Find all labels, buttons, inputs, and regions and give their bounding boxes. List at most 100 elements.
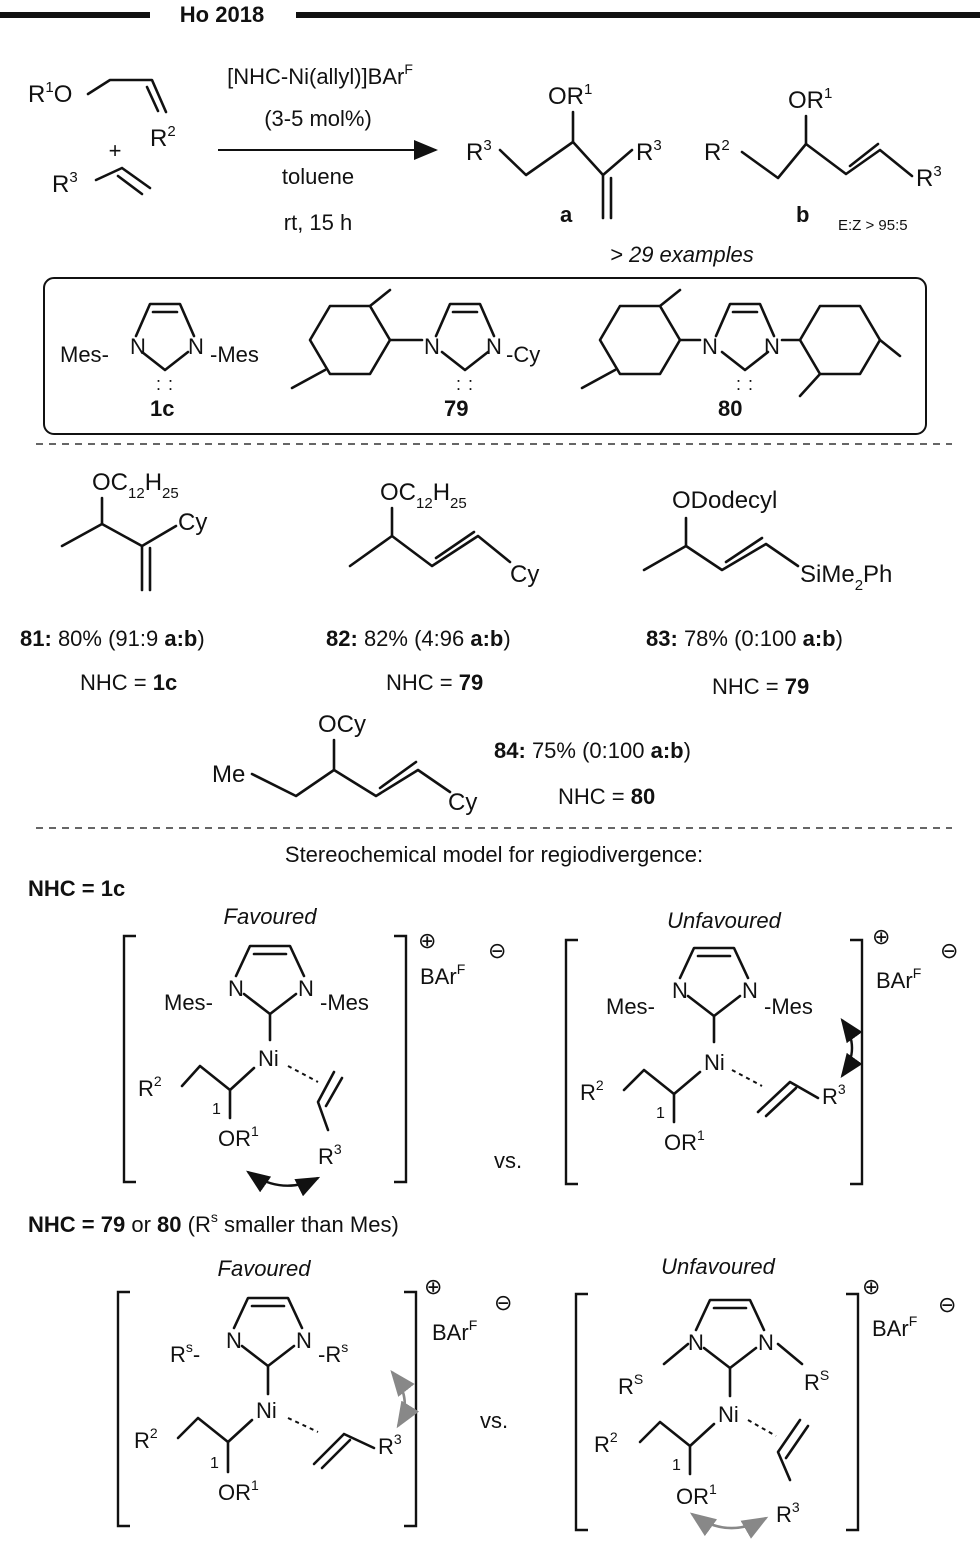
svg-text:R2: R2 — [150, 123, 176, 152]
svg-text:ODodecyl: ODodecyl — [672, 487, 777, 514]
svg-text:OR1: OR1 — [218, 1123, 259, 1151]
nhc-79: N N : : -Cy 79 — [290, 288, 540, 421]
svg-text:Cy: Cy — [448, 789, 477, 816]
example-82: OC12H25 Cy 82: 82% (4:96 a:b) NHC = 79 — [326, 479, 539, 695]
svg-text:BArF: BArF — [872, 1313, 917, 1341]
svg-text:rt, 15 h: rt, 15 h — [284, 210, 352, 235]
product-b: OR1 R2 R3 b E:Z > 95:5 — [704, 85, 942, 234]
svg-text:R2: R2 — [138, 1073, 162, 1101]
svg-text:OR1: OR1 — [664, 1127, 705, 1155]
svg-text:NHC = 1c: NHC = 1c — [80, 670, 177, 695]
svg-text:toluene: toluene — [282, 164, 354, 189]
svg-text:Unfavoured: Unfavoured — [667, 908, 782, 933]
svg-text:Mes-: Mes- — [606, 994, 655, 1019]
section2-label: NHC = 79 or 80 (Rs smaller than Mes) — [28, 1209, 399, 1237]
svg-text:-Cy: -Cy — [506, 342, 540, 367]
reaction-arrow: [NHC-Ni(allyl)]BArF (3-5 mol%) toluene r… — [218, 61, 438, 235]
svg-text:Favoured: Favoured — [224, 904, 318, 929]
svg-text:N: N — [226, 1328, 242, 1353]
svg-text:N: N — [764, 334, 780, 359]
svg-text:1: 1 — [212, 1101, 221, 1118]
svg-text:R3: R3 — [776, 1499, 800, 1527]
svg-text:NHC = 80: NHC = 80 — [558, 784, 655, 809]
svg-text::: : — [168, 374, 173, 394]
svg-text:R3: R3 — [378, 1431, 402, 1459]
nhc-79-label: 79 — [444, 396, 468, 421]
nhc-80-label: 80 — [718, 396, 742, 421]
svg-text:⊖: ⊖ — [494, 1290, 512, 1315]
svg-text:R2: R2 — [134, 1425, 158, 1453]
svg-text:R2: R2 — [594, 1429, 618, 1457]
svg-text:OC12H25: OC12H25 — [380, 479, 467, 512]
svg-text:Cy: Cy — [510, 561, 539, 588]
svg-text:BArF: BArF — [432, 1317, 477, 1345]
svg-text:OCy: OCy — [318, 711, 366, 738]
svg-text:R3: R3 — [636, 137, 662, 166]
svg-text:1: 1 — [656, 1105, 665, 1122]
svg-text:1: 1 — [210, 1455, 219, 1472]
product-a: OR1 R3 R3 a — [466, 81, 662, 227]
model-79-80-favoured: Favoured ⊕ BArF ⊖ N N Rs- -Rs Ni R2 1 OR… — [116, 1256, 512, 1528]
section1-label: NHC = 1c — [28, 876, 125, 901]
model-1c-favoured: Favoured ⊕ BArF ⊖ N N Mes- -Mes Ni R2 1 … — [122, 904, 506, 1197]
header: Ho 2018 — [0, 2, 980, 27]
example-84: OCy Me Cy 84: 75% (0:100 a:b) NHC = 80 — [212, 711, 691, 816]
plus-sign: + — [109, 138, 122, 163]
svg-text:N: N — [486, 334, 502, 359]
examples-count: > 29 examples — [610, 242, 754, 267]
svg-text:R3: R3 — [822, 1081, 846, 1109]
svg-text:N: N — [672, 978, 688, 1003]
svg-text:N: N — [688, 1330, 704, 1355]
svg-text:Rs-: Rs- — [170, 1339, 200, 1367]
svg-text:N: N — [702, 334, 718, 359]
nhc-1c: N N : : Mes- -Mes 1c — [60, 302, 259, 421]
svg-text:N: N — [188, 334, 204, 359]
ez-ratio: E:Z > 95:5 — [838, 217, 908, 234]
svg-text:R3: R3 — [466, 137, 492, 166]
svg-text:BArF: BArF — [420, 961, 465, 989]
svg-text:N: N — [424, 334, 440, 359]
svg-text:Ni: Ni — [718, 1402, 739, 1427]
svg-text:RS: RS — [618, 1371, 643, 1399]
reactant-alkene: R3 — [52, 166, 152, 198]
header-title: Ho 2018 — [180, 2, 264, 27]
svg-text:Cy: Cy — [178, 509, 207, 536]
svg-text:RS: RS — [804, 1367, 829, 1395]
svg-text:82: 82% (4:96 a:b): 82: 82% (4:96 a:b) — [326, 626, 511, 651]
vs-label-2: vs. — [480, 1408, 508, 1433]
nhc-1c-label: 1c — [150, 396, 174, 421]
svg-text::: : — [156, 374, 161, 394]
nhc-80: N N : : 80 — [580, 288, 902, 421]
model-title: Stereochemical model for regiodivergence… — [285, 842, 703, 867]
svg-text:NHC = 79: NHC = 79 — [386, 670, 483, 695]
svg-text:Ni: Ni — [256, 1398, 277, 1423]
svg-text::: : — [468, 374, 473, 394]
svg-text:BArF: BArF — [876, 965, 921, 993]
svg-text:Unfavoured: Unfavoured — [661, 1254, 776, 1279]
svg-text:Ni: Ni — [258, 1046, 279, 1071]
vs-label-1: vs. — [494, 1148, 522, 1173]
model-79-80-unfavoured: Unfavoured ⊕ BArF ⊖ N N RS RS Ni R2 1 OR… — [574, 1254, 956, 1539]
model-1c-unfavoured: Unfavoured ⊕ BArF ⊖ N N Mes- -Mes Ni R2 … — [564, 908, 958, 1186]
svg-text:R3: R3 — [52, 169, 78, 198]
svg-text:⊖: ⊖ — [938, 1292, 956, 1317]
nhc-ligand-box: N N : : Mes- -Mes 1c N N : : -Cy 79 — [43, 277, 927, 435]
svg-text:Mes-: Mes- — [164, 990, 213, 1015]
svg-text::: : — [736, 374, 741, 394]
example-83: ODodecyl SiMe2Ph 83: 78% (0:100 a:b) NHC… — [642, 487, 892, 699]
svg-text:N: N — [758, 1330, 774, 1355]
svg-text:R2: R2 — [704, 137, 730, 166]
svg-text:Ni: Ni — [704, 1050, 725, 1075]
svg-text:Me: Me — [212, 761, 245, 788]
svg-text:OR1: OR1 — [676, 1481, 717, 1509]
svg-text:NHC = 79: NHC = 79 — [712, 674, 809, 699]
svg-text:N: N — [296, 1328, 312, 1353]
svg-text:-Mes: -Mes — [320, 990, 369, 1015]
svg-text:⊕: ⊕ — [862, 1274, 880, 1299]
product-a-label: a — [560, 202, 573, 227]
svg-text:OR1: OR1 — [548, 81, 592, 110]
svg-text:83: 78% (0:100 a:b): 83: 78% (0:100 a:b) — [646, 626, 843, 651]
svg-text:⊖: ⊖ — [940, 938, 958, 963]
svg-text:R1O: R1O — [28, 79, 72, 108]
